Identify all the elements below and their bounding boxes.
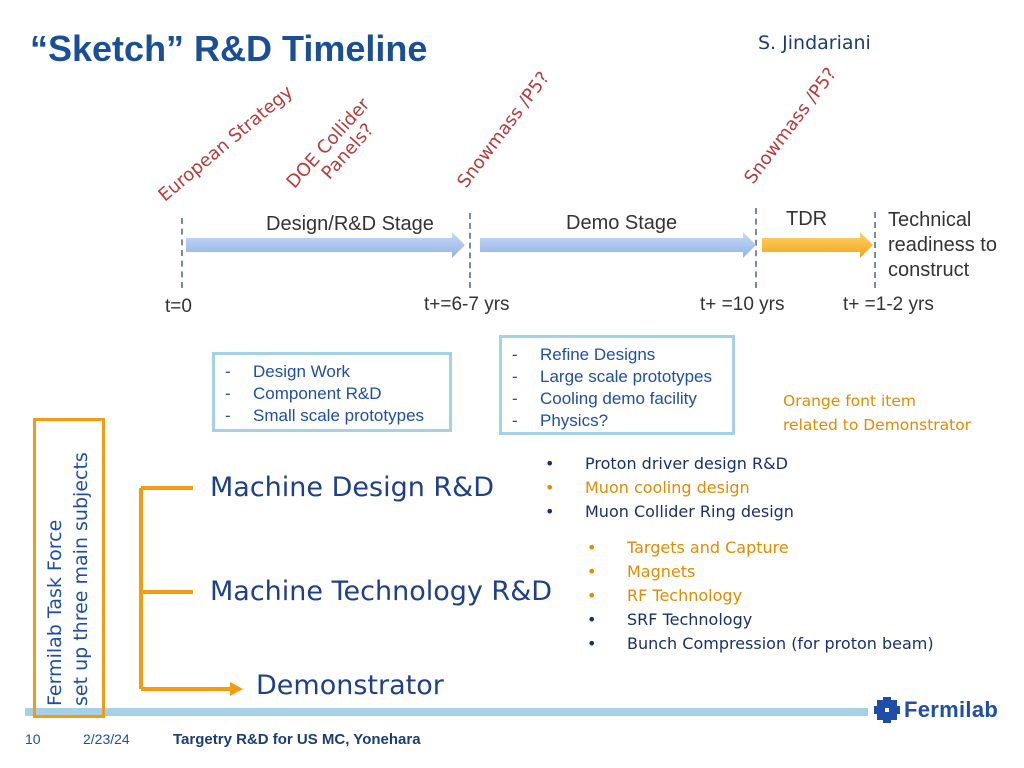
list-item: -Component R&D <box>225 384 382 403</box>
subject-machine-technology: Machine Technology R&D <box>210 576 553 607</box>
time-t0: t=0 <box>165 296 192 317</box>
page-title: “Sketch” R&D Timeline <box>30 28 428 69</box>
list-item: •SRF Technology <box>587 610 753 629</box>
subject-demonstrator: Demonstrator <box>256 670 444 701</box>
orange-font-note: Orange font item related to Demonstrator <box>783 392 972 434</box>
demo-stage-arrow <box>480 232 756 258</box>
tdr-arrow <box>762 232 873 258</box>
design-stage-label: Design/R&D Stage <box>266 213 434 235</box>
timeline-marker-t2 <box>755 208 757 288</box>
demo-stage-box: -Refine Designs -Large scale prototypes … <box>499 335 735 435</box>
footer-date: 2/23/24 <box>83 731 130 747</box>
timeline-marker-t0 <box>181 218 183 288</box>
list-item: •RF Technology <box>587 586 743 605</box>
taskforce-label: Fermilab Task Force set up three main su… <box>44 452 92 706</box>
demo-stage-label: Demo Stage <box>566 212 678 234</box>
list-item: •Targets and Capture <box>587 538 789 557</box>
machine-design-list: •Proton driver design R&D •Muon cooling … <box>545 452 794 524</box>
subject-machine-design: Machine Design R&D <box>210 472 495 503</box>
fermilab-wordmark: Fermilab <box>904 697 999 722</box>
fermilab-logo: Fermilab <box>874 697 998 723</box>
design-stage-box: -Design Work -Component R&D -Small scale… <box>212 352 452 432</box>
taskforce-box <box>33 418 105 718</box>
list-item: -Small scale prototypes <box>225 406 425 425</box>
timeline-marker-t3 <box>874 212 876 288</box>
time-t3: t+ =1-2 yrs <box>843 294 934 315</box>
footer-bar <box>25 708 868 716</box>
list-item: •Muon Collider Ring design <box>545 502 794 521</box>
list-item: -Cooling demo facility <box>512 389 697 408</box>
list-item: •Proton driver design R&D <box>545 454 788 473</box>
list-item: -Design Work <box>225 362 350 381</box>
list-item: -Large scale prototypes <box>512 367 712 386</box>
list-item: -Refine Designs <box>512 345 656 364</box>
technical-readiness-label: Technical readiness to construct <box>888 209 997 281</box>
subject-bracket <box>139 486 232 691</box>
machine-technology-list: •Targets and Capture •Magnets •RF Techno… <box>587 536 934 656</box>
fermilab-logo-icon <box>874 697 900 723</box>
page-number: 10 <box>25 731 41 747</box>
timeline-marker-t1 <box>469 213 471 288</box>
time-t2: t+ =10 yrs <box>700 294 785 315</box>
author-name: S. Jindariani <box>758 32 871 54</box>
list-item: -Physics? <box>512 411 609 430</box>
demonstrator-arrowhead <box>230 682 243 696</box>
list-item: •Bunch Compression (for proton beam) <box>587 634 934 653</box>
time-t1: t+=6-7 yrs <box>424 294 510 315</box>
list-item: •Magnets <box>587 562 696 581</box>
footer-talk-title: Targetry R&D for US MC, Yonehara <box>173 731 421 748</box>
design-stage-arrow <box>186 232 465 258</box>
list-item: •Muon cooling design <box>545 478 750 497</box>
tdr-label: TDR <box>786 208 828 230</box>
